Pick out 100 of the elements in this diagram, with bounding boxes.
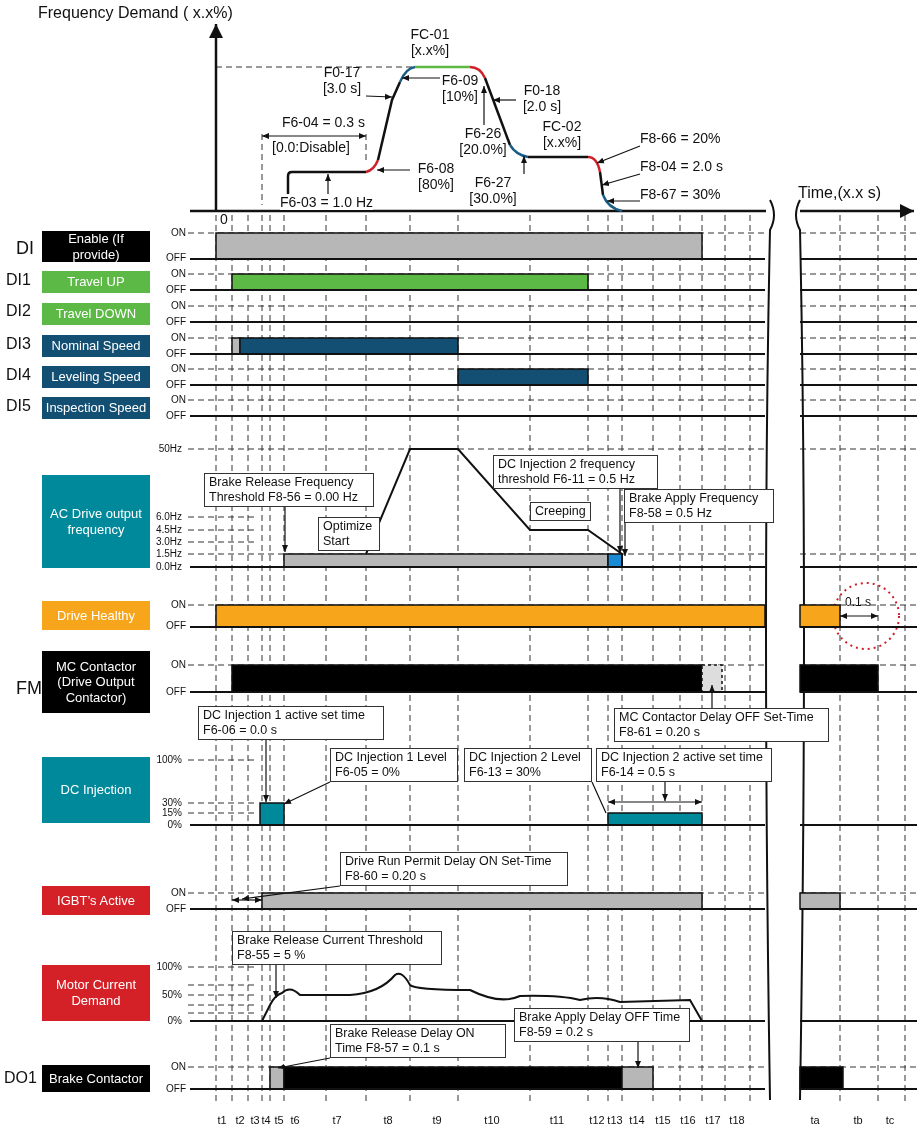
parameter-label: F0-17 [3.0 s]: [318, 64, 366, 96]
time-label: t4: [261, 1114, 271, 1127]
leader-arrow: [596, 145, 641, 164]
leader-arrow: [282, 506, 288, 553]
callout-box: Brake Release Delay ON Time F8-57 = 0.1 s: [330, 1024, 506, 1058]
value-label: FC-01 [x.x%]: [409, 26, 451, 59]
leader-arrow: [709, 684, 715, 709]
leader-arrow: [263, 739, 269, 803]
callout-box: MC Contactor Delay OFF Set-Time F8-61 = 0.20 s: [614, 708, 829, 742]
time-label: t7: [332, 1114, 342, 1127]
scale-label: 100%: [156, 961, 182, 973]
signal-label: MC Contactor (Drive Output Contactor): [42, 651, 150, 713]
time-label: t1: [217, 1114, 227, 1127]
signal-label: Drive Healthy: [42, 601, 150, 630]
scale-label: 50Hz: [158, 443, 182, 455]
callout-box: DC Injection 1 active set time F6-06 = 0.0 s: [198, 706, 384, 740]
value-label: 0.1 s: [845, 596, 871, 610]
parameter-label: F6-08 [80%]: [410, 160, 462, 192]
row-label: DO1: [4, 1069, 37, 1088]
time-label: t13: [607, 1114, 623, 1127]
state-label: OFF: [166, 903, 186, 915]
signal-label: AC Drive output frequency: [42, 475, 150, 568]
leader-arrow: [601, 173, 641, 186]
signal-label: Inspection Speed: [42, 397, 150, 419]
time-label: t9: [432, 1114, 442, 1127]
scale-label: 3.0Hz: [155, 536, 182, 548]
state-label: OFF: [166, 620, 186, 632]
signal-label: Brake Contactor: [42, 1065, 150, 1092]
state-label: ON: [171, 887, 186, 899]
leader-arrow: [617, 488, 623, 554]
time-label: t5: [274, 1114, 284, 1127]
state-label: ON: [171, 332, 186, 344]
time-label: tc: [885, 1114, 895, 1127]
signal-label: Leveling Speed: [42, 366, 150, 388]
time-label: t14: [629, 1114, 645, 1127]
time-label: t16: [680, 1114, 696, 1127]
scale-label: 30%: [162, 797, 182, 808]
scale-label: 6.0Hz: [155, 511, 182, 523]
row-label: DI1: [6, 271, 31, 290]
state-label: OFF: [166, 686, 186, 698]
parameter-label: F6-26 [20.0%]: [452, 125, 514, 157]
value-label: FC-02 [x.x%]: [541, 118, 583, 151]
time-label: tb: [853, 1114, 863, 1127]
time-label: t6: [290, 1114, 300, 1127]
time-label: t3: [250, 1114, 260, 1127]
state-label: ON: [171, 1061, 186, 1073]
signal-label: Travel UP: [42, 271, 150, 293]
leader-line: [591, 781, 607, 814]
parameter-label: F6-27 [30.0%]: [462, 174, 524, 206]
scale-label: 0.0Hz: [155, 561, 182, 573]
leader-arrow: [376, 167, 411, 173]
time-label: t15: [655, 1114, 671, 1127]
state-label: ON: [171, 268, 186, 280]
signal-label: Travel DOWN: [42, 303, 150, 325]
scale-label: 15%: [162, 807, 182, 819]
leader-arrow: [277, 1057, 331, 1070]
callout-box: DC Injection 2 Level F6-13 = 30%: [464, 748, 592, 782]
time-label: ta: [810, 1114, 820, 1127]
parameter-label: F8-66 = 20%: [640, 130, 721, 146]
leader-arrow: [325, 173, 331, 195]
state-label: OFF: [166, 316, 186, 328]
leader-arrow: [606, 198, 641, 204]
signal-label: DC Injection: [42, 757, 150, 823]
callout-box: Brake Apply Frequency F8-58 = 0.5 Hz: [624, 489, 774, 523]
time-label: t8: [383, 1114, 393, 1127]
callout-box: Brake Release Current Threshold F8-55 = 5 %: [232, 931, 442, 965]
state-label: ON: [171, 599, 186, 611]
signal-label: Nominal Speed: [42, 335, 150, 357]
time-label: t11: [549, 1114, 565, 1127]
state-label: ON: [171, 300, 186, 312]
row-label: FM: [16, 678, 42, 699]
value-label: F6-04 = 0.3 s: [282, 114, 365, 131]
callout-box: DC Injection 2 active set time F6-14 = 0.5 s: [596, 748, 772, 782]
callout-box: Brake Apply Delay OFF Time F8-59 = 0.2 s: [514, 1008, 690, 1042]
signal-label: IGBT’s Active: [42, 886, 150, 915]
signal-label: Enable (If provide): [42, 231, 150, 262]
scale-label: 100%: [156, 754, 182, 766]
leader-arrow: [492, 97, 517, 103]
state-label: ON: [171, 227, 186, 239]
leader-arrow: [283, 781, 331, 805]
leader-arrow: [401, 75, 441, 81]
callout-box: Optimize Start: [318, 517, 380, 551]
state-label: OFF: [166, 410, 186, 422]
callout-box: DC Injection 1 Level F6-05 = 0%: [330, 748, 458, 782]
state-label: ON: [171, 659, 186, 671]
row-label: DI: [16, 238, 34, 259]
leader-arrow: [481, 85, 487, 126]
leader-arrow: [662, 781, 668, 802]
scale-label: 0%: [167, 819, 182, 831]
callout-box: Brake Release Frequency Threshold F8-56 = 0.00 Hz: [204, 473, 374, 507]
leader-arrow: [521, 155, 527, 175]
state-label: OFF: [166, 379, 186, 391]
leader-arrow: [241, 885, 341, 902]
leader-arrow: [273, 964, 279, 999]
state-label: OFF: [166, 284, 186, 296]
row-label: DI5: [6, 397, 31, 416]
state-label: ON: [171, 394, 186, 406]
state-label: ON: [171, 363, 186, 375]
leader-arrow: [622, 522, 628, 557]
time-label: t2: [235, 1114, 245, 1127]
